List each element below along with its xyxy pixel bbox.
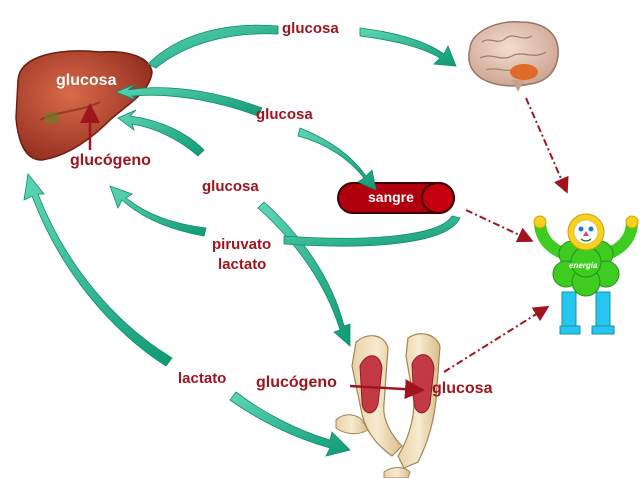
teal-arrows	[23, 24, 461, 457]
to-brain-label: glucosa	[282, 20, 339, 37]
blood-capsule-icon	[337, 182, 455, 214]
arrow-blood-return-left	[109, 185, 207, 237]
arrow-brain-to-energy	[525, 97, 569, 194]
arrow-liver-to-brain-right	[359, 27, 457, 67]
muscle-lactate-label: lactato	[178, 370, 227, 387]
dashdot-arrows	[443, 97, 569, 373]
arrow-lactate-down	[229, 391, 351, 457]
liver-to-muscle-label: glucosa	[202, 178, 259, 195]
brain-icon	[468, 21, 559, 92]
liver-glucose-label: glucosa	[56, 72, 117, 89]
energy-character-icon	[533, 213, 639, 335]
liver-to-blood-label: glucosa	[256, 106, 313, 123]
energy-label: energia	[569, 261, 598, 270]
arrow-blood-return	[283, 215, 461, 247]
arrow-glycogen-to-glucose-muscle	[349, 379, 425, 400]
arrow-muscle-to-energy	[443, 305, 550, 373]
muscle-glycogen-label: glucógeno	[256, 374, 337, 391]
blood-return-label-1: piruvato	[212, 236, 272, 253]
arrow-lactate-up	[23, 173, 173, 367]
arrow-blood-to-energy	[465, 209, 534, 243]
liver-icon	[15, 50, 153, 161]
red-arrows	[80, 103, 425, 400]
blood-return-label-2: lactato	[218, 256, 267, 273]
arrow-liver-to-blood	[114, 83, 263, 117]
liver-glycogen-label: glucógeno	[70, 152, 151, 169]
arrow-liver-to-muscle-lower	[257, 201, 351, 347]
arrow-liver-to-blood-lower	[297, 127, 377, 191]
muscle-glucose-label: glucosa	[432, 380, 493, 397]
muscle-icon	[335, 333, 441, 478]
arrow-liver-to-muscle	[117, 109, 205, 157]
arrow-liver-to-brain-left	[147, 24, 279, 69]
blood-label: sangre	[368, 189, 414, 205]
